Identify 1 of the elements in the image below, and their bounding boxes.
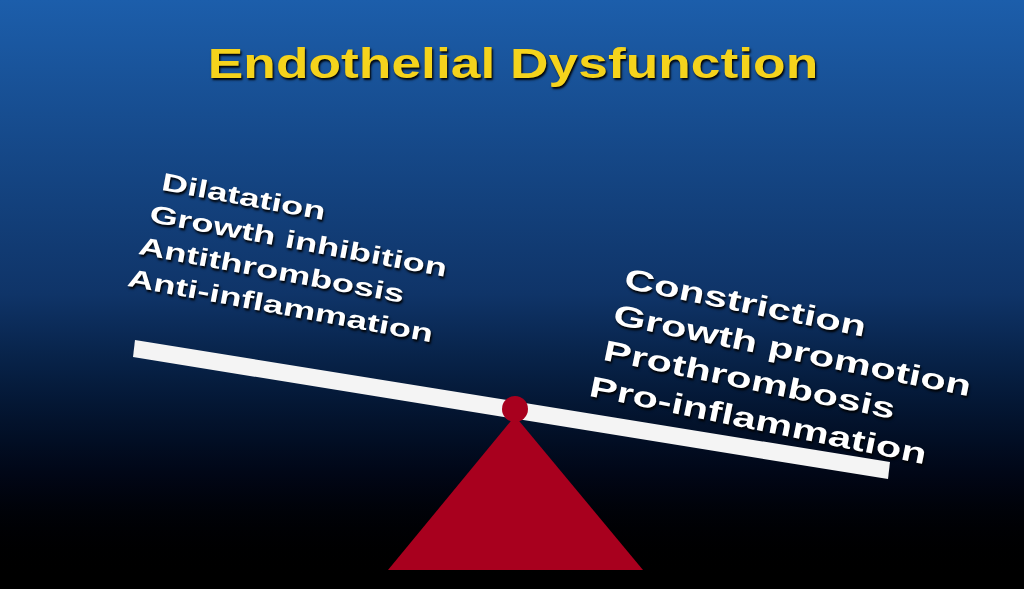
title: Endothelial Dysfunction bbox=[207, 43, 819, 85]
